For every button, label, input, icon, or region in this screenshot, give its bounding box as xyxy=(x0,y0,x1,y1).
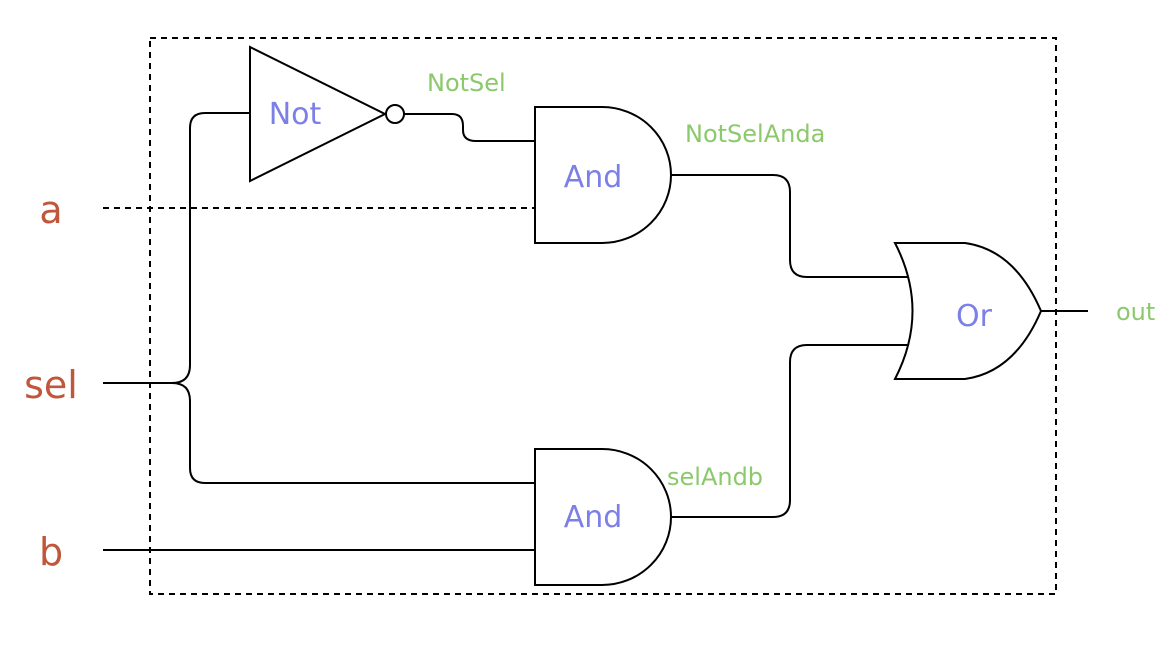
and-gate-top: And xyxy=(534,106,672,244)
wire-notsel xyxy=(404,113,535,142)
wire-label-notsel: NotSel xyxy=(427,69,506,97)
and-gate-top-body xyxy=(534,106,672,244)
input-label-sel: sel xyxy=(24,363,78,407)
wire-notselanda xyxy=(671,174,912,278)
and-gate-bottom-label: And xyxy=(564,500,623,535)
and-gate-bottom-body xyxy=(534,448,672,586)
chip-boundary xyxy=(149,37,1057,595)
not-gate: Not xyxy=(249,45,405,183)
wire-label-selandb: selAndb xyxy=(667,463,763,491)
not-gate-body xyxy=(249,45,388,183)
wire-sel xyxy=(103,112,535,484)
or-gate-body xyxy=(893,242,1043,380)
input-label-a: a xyxy=(39,188,62,232)
not-gate-label: Not xyxy=(269,97,322,132)
input-label-b: b xyxy=(39,530,63,574)
or-gate-label: Or xyxy=(956,299,993,334)
and-gate-top-label: And xyxy=(564,160,623,195)
not-gate-bubble xyxy=(385,104,405,124)
and-gate-bottom: And xyxy=(534,448,672,586)
wire-label-out: out xyxy=(1116,298,1155,326)
or-gate: Or xyxy=(893,242,1043,380)
wire-selandb xyxy=(671,344,912,518)
wire-label-notselanda: NotSelAnda xyxy=(685,120,825,148)
